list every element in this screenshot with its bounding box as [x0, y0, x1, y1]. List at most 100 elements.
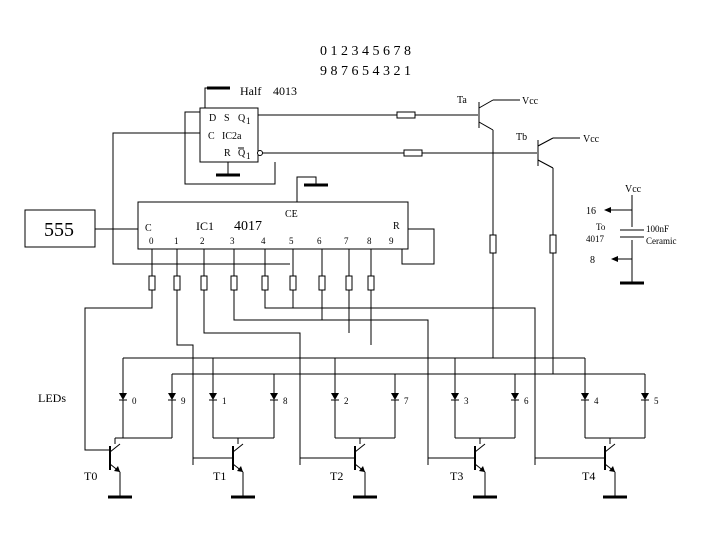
ta-label: Ta [457, 95, 467, 106]
led-0-icon [119, 393, 127, 400]
ff-d-pin: D [209, 113, 216, 124]
led-7-icon [511, 393, 519, 400]
route-pin2 [203, 290, 301, 465]
resistor-ta-out [489, 234, 497, 254]
route-pin3 [233, 290, 429, 465]
base-feed-1 [192, 457, 233, 465]
led-label-7: 6 [524, 396, 529, 406]
transistor-label-1: T1 [213, 469, 226, 483]
ff-feedback-wire [184, 111, 276, 185]
counter-ic1 [137, 201, 409, 250]
output-resistors [84, 249, 536, 465]
qbar-bubble [257, 150, 263, 156]
output-resistor-1 [173, 275, 181, 291]
supply-pin16: 16 [586, 206, 596, 217]
tb-vcc-label: Vcc [583, 134, 600, 145]
led-9-icon [641, 393, 649, 400]
led-6-icon [451, 393, 459, 400]
led-label-1: 9 [181, 396, 186, 406]
tr-collector-1 [232, 443, 244, 453]
led-label-9: 5 [654, 396, 659, 406]
timer-555-label: 555 [44, 219, 74, 241]
counter-c-pin: C [145, 223, 152, 234]
counter-pin-1: 1 [174, 236, 179, 246]
ff-qbar-sub: 1 [246, 151, 251, 161]
ff-c-pin: C [208, 131, 215, 142]
led-5-icon [391, 393, 399, 400]
led-8-icon [581, 393, 589, 400]
sequence-top: 0 1 2 3 4 5 6 7 8 [320, 44, 411, 59]
led-label-5: 7 [404, 396, 409, 406]
led-label-0: 0 [132, 396, 137, 406]
leds-label: LEDs [38, 391, 66, 405]
output-resistor-3 [230, 275, 238, 291]
led-2-icon [209, 393, 217, 400]
counter-r-pin: R [393, 221, 400, 232]
tr-arrow-icon-0 [114, 466, 120, 472]
ff-qbar-pin: Q [238, 148, 246, 159]
led-3-icon [270, 393, 278, 400]
supply-vcc-label: Vcc [625, 184, 642, 195]
counter-pin-7: 7 [344, 236, 349, 246]
half-label: Half [240, 84, 261, 98]
capacitor-type: Ceramic [646, 236, 677, 246]
output-resistor-0 [148, 275, 156, 291]
counter-chip: 4017 [234, 219, 262, 234]
ff-r-pin: R [224, 148, 231, 159]
tb-emitter [537, 137, 554, 147]
tb-label: Tb [516, 132, 527, 143]
resistor-tb [403, 149, 423, 157]
route-pin1 [176, 290, 194, 465]
supply-pin8: 8 [590, 255, 595, 266]
pin16-arrow-icon [604, 207, 611, 213]
tr-collector-0 [109, 443, 121, 453]
tr-arrow-icon-1 [237, 466, 243, 472]
counter-pin-0: 0 [149, 236, 154, 246]
tr-collector-3 [474, 443, 486, 453]
led-label-4: 2 [344, 396, 349, 406]
transistor-label-4: T4 [582, 469, 595, 483]
led-label-8: 4 [594, 396, 599, 406]
ff-q-sub: 1 [246, 116, 251, 126]
counter-pin-5: 5 [289, 236, 294, 246]
led-1-icon [168, 393, 176, 400]
counter-pin-9: 9 [389, 236, 394, 246]
ff-ground-wire [204, 87, 228, 108]
ta-collector [478, 121, 494, 131]
transistor-label-3: T3 [450, 469, 463, 483]
supply-to: To [596, 222, 606, 232]
base-feed-4 [534, 457, 605, 465]
counter-pin-3: 3 [230, 236, 235, 246]
led-transistors: T0 T1 T2 T3 T4 [84, 437, 627, 499]
counter-pin-8: 8 [367, 236, 372, 246]
led-label-6: 3 [464, 396, 469, 406]
tr-collector-2 [354, 443, 366, 453]
ta-emitter [478, 99, 494, 109]
counter-name: IC1 [196, 219, 214, 233]
transistor-label-2: T2 [330, 469, 343, 483]
ff-q-pin: Q [238, 113, 246, 124]
ce-ground-wire [296, 176, 317, 202]
output-resistor-7 [345, 275, 353, 291]
ff-name: IC2a [222, 131, 242, 142]
capacitor-value: 100nF [646, 224, 669, 234]
tr-arrow-icon-2 [359, 466, 365, 472]
sequence-bottom: 9 8 7 6 5 4 3 2 1 [320, 64, 411, 79]
tr-arrow-icon-4 [609, 466, 615, 472]
led-label-3: 8 [283, 396, 288, 406]
led-4-icon [331, 393, 339, 400]
transistor-label-0: T0 [84, 469, 97, 483]
resistor-tb-out [549, 234, 557, 254]
route-pin4 [264, 290, 536, 465]
base-feed-2 [299, 457, 355, 465]
resistor-ta [396, 111, 416, 119]
ff-s-pin: S [224, 113, 230, 124]
base-feed-3 [427, 457, 475, 465]
counter-pin-4: 4 [261, 236, 266, 246]
output-resistor-6 [318, 275, 326, 291]
ff-chip-label: 4013 [273, 84, 297, 98]
